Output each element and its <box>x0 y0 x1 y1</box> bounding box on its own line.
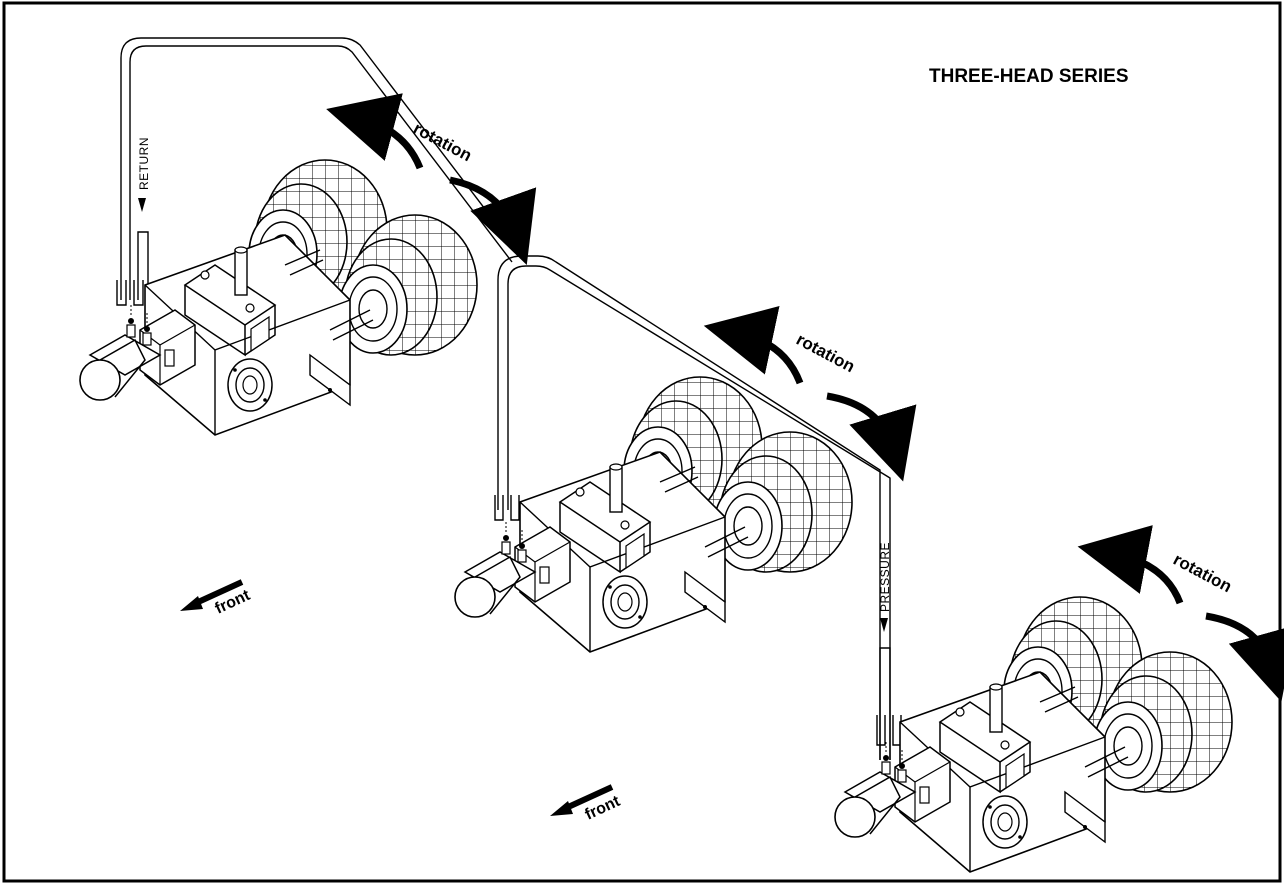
return-label-group: RETURN <box>137 137 151 212</box>
rotation-arrows-2 <box>703 306 917 482</box>
roller-head-3 <box>834 596 1233 873</box>
front-arrow-2: front <box>550 784 623 824</box>
pressure-arrow-icon <box>880 618 888 632</box>
rotation-arrows-3 <box>1077 525 1284 702</box>
pressure-label: PRESSURE <box>878 542 892 612</box>
rotation-label-3: rotation <box>1170 550 1235 596</box>
diagram-title: THREE-HEAD SERIES <box>929 66 1129 87</box>
rotation-label-2: rotation <box>793 330 858 376</box>
pressure-label-group: PRESSURE <box>878 542 892 632</box>
front-arrow-1: front <box>180 579 253 618</box>
return-arrow-icon <box>138 198 146 212</box>
hydraulic-lines <box>116 37 902 760</box>
front-arrow-icon <box>194 579 244 606</box>
front-arrow-icon <box>564 784 614 811</box>
return-label: RETURN <box>137 137 151 190</box>
rotation-arrows-1 <box>326 93 537 265</box>
